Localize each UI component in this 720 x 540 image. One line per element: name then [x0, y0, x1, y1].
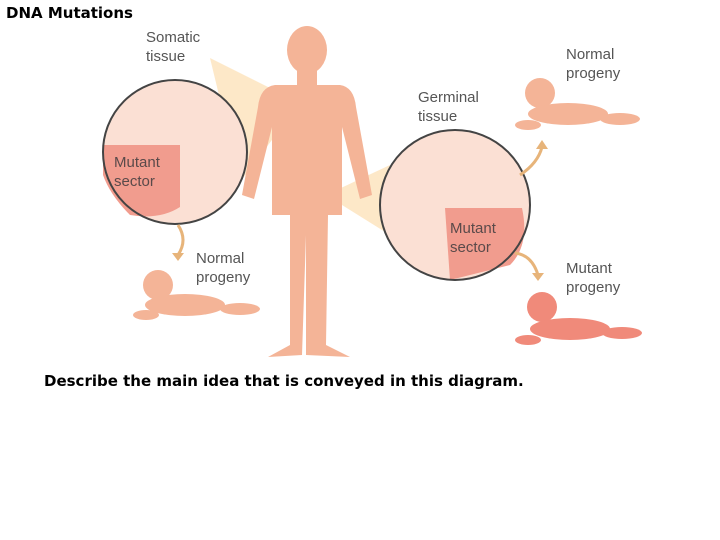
slide-title: DNA Mutations — [6, 4, 133, 22]
discussion-question: Describe the main idea that is conveyed … — [44, 372, 524, 390]
human-body-figure — [242, 26, 372, 357]
germinal-tissue-circle — [379, 129, 531, 281]
normal-progeny-baby-right — [515, 78, 640, 130]
mutant-progeny-baby — [515, 292, 642, 345]
mutation-diagram: Somatic tissue Germinal tissue Mutant se… — [90, 15, 650, 360]
normal-progeny-baby-left — [133, 270, 260, 320]
label-normal-progeny-somatic: Normal progeny — [196, 250, 251, 286]
label-normal-progeny-germinal: Normal progeny — [566, 46, 621, 82]
arrow-to-normal-progeny-somatic — [176, 224, 185, 256]
label-germinal-tissue: Germinal tissue — [418, 89, 479, 125]
label-somatic-mutant-sector: Mutant sector — [114, 154, 160, 190]
label-germinal-mutant-sector: Mutant sector — [450, 220, 496, 256]
arrows — [176, 146, 544, 276]
somatic-tissue-circle — [102, 79, 248, 225]
germinal-callout-cone — [326, 165, 390, 235]
label-mutant-progeny: Mutant progeny — [566, 260, 621, 296]
somatic-mutant-sector — [103, 145, 180, 217]
arrow-to-normal-progeny-germinal — [519, 146, 544, 177]
label-somatic-tissue: Somatic tissue — [146, 29, 201, 65]
diagram-graphic — [102, 26, 642, 357]
arrow-to-mutant-progeny — [514, 251, 540, 276]
